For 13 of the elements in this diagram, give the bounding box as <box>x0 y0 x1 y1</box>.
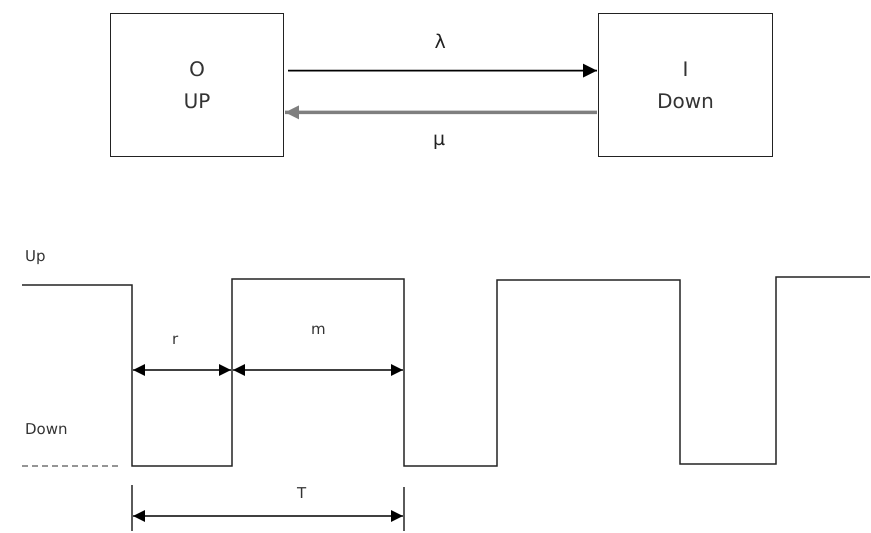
state-label: Down <box>657 88 714 115</box>
state-label: O <box>189 56 205 83</box>
dimension-label: r <box>172 330 178 348</box>
level-label: Up <box>25 247 46 265</box>
dimension-label: m <box>311 320 326 338</box>
state-label: UP <box>184 88 210 115</box>
level-label: Down <box>25 420 68 438</box>
state-label: I <box>682 56 688 83</box>
dimension-label: T <box>297 484 306 502</box>
arrow <box>285 105 597 120</box>
arrow <box>288 64 597 78</box>
state-box <box>110 13 284 157</box>
state-box <box>598 13 773 157</box>
